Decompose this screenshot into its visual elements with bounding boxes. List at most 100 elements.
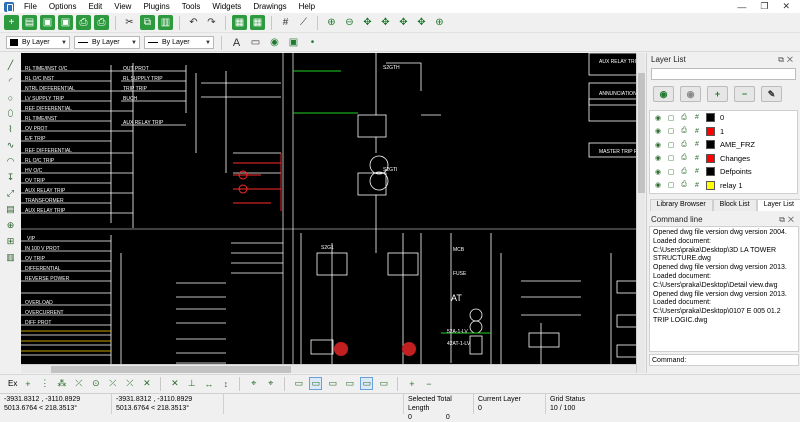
zoom-in-icon[interactable]: ⊕ <box>327 17 336 28</box>
text-tool-icon[interactable]: A <box>232 36 241 49</box>
print-preview-icon[interactable]: ⎙ <box>94 15 109 30</box>
layer-row[interactable]: ◉ ▢ ⎙ # 1 <box>650 125 797 139</box>
eye-icon[interactable]: ◉ <box>654 114 662 122</box>
polyline-tool-icon[interactable]: ⌇ <box>8 124 13 134</box>
view-4-icon[interactable]: ▭ <box>345 378 355 388</box>
zoom-auto-icon[interactable]: ✥ <box>363 17 372 28</box>
lock-icon[interactable]: ▢ <box>667 128 675 136</box>
construction-icon[interactable]: # <box>695 127 699 135</box>
open-file-icon[interactable]: ▤ <box>22 15 37 30</box>
insert-block-icon[interactable]: ▣ <box>288 37 299 48</box>
tab-layer-list[interactable]: Layer List <box>756 199 800 211</box>
hatch-tool-icon[interactable]: ▤ <box>6 204 15 214</box>
ellipse-arc-tool-icon[interactable]: ◠ <box>6 156 15 166</box>
zoom-window-icon[interactable]: ✥ <box>399 17 408 28</box>
grid-icon[interactable]: # <box>282 17 289 28</box>
eye-icon[interactable]: ◉ <box>654 155 662 163</box>
maximize-button[interactable]: ❐ <box>760 1 769 11</box>
tab-library-browser[interactable]: Library Browser <box>649 199 713 211</box>
snap-free-icon[interactable]: + <box>25 378 31 389</box>
remove-layer-icon[interactable]: − <box>734 86 755 102</box>
print-icon[interactable]: ⎙ <box>681 127 687 135</box>
zoom-pan-icon[interactable]: ✥ <box>417 17 426 28</box>
print-icon[interactable]: ⎙ <box>681 113 687 121</box>
block-edit-icon[interactable]: ▦ <box>250 15 265 30</box>
lock-relative-zero-icon[interactable]: ⌖ <box>268 378 274 388</box>
eye-icon[interactable]: ◉ <box>654 182 662 190</box>
view-3-icon[interactable]: ▭ <box>328 378 338 388</box>
restrict-orthogonal-icon[interactable]: ⊥ <box>187 378 196 388</box>
panel-controls[interactable]: ⧉✕ <box>779 214 797 224</box>
view-5-icon[interactable]: ▭ <box>360 377 374 390</box>
snap-center-icon[interactable]: ⊙ <box>92 378 100 388</box>
camera-icon[interactable]: ◉ <box>270 37 279 48</box>
copy-icon[interactable]: ⧉ <box>140 15 155 30</box>
redo-icon[interactable]: ↷ <box>207 17 216 28</box>
scroll-thumb[interactable] <box>51 366 291 373</box>
paste-icon[interactable]: ▥ <box>158 15 173 30</box>
vertical-scrollbar[interactable] <box>636 53 645 373</box>
snap-tool-icon[interactable]: ⊕ <box>6 220 15 230</box>
tab-block-list[interactable]: Block List <box>712 199 757 211</box>
zoom-previous-icon[interactable]: ✥ <box>381 17 390 28</box>
lock-icon[interactable]: ▢ <box>667 168 675 176</box>
print-icon[interactable]: ⎙ <box>681 167 687 175</box>
snap-exclusive-label[interactable]: Ex <box>8 379 18 388</box>
snap-grid-icon[interactable]: ⋮ <box>40 378 50 388</box>
dimension-tool-icon[interactable]: ↧ <box>6 172 15 182</box>
restrict-vertical-icon[interactable]: ↕ <box>223 378 229 389</box>
menu-plugins[interactable]: Plugins <box>143 2 170 11</box>
menu-options[interactable]: Options <box>48 2 77 11</box>
menu-edit[interactable]: Edit <box>88 2 103 11</box>
print-icon[interactable]: ⎙ <box>681 140 687 148</box>
horizontal-scrollbar[interactable] <box>21 364 636 373</box>
panel-controls[interactable]: ⧉✕ <box>778 54 796 64</box>
restrict-horizontal-icon[interactable]: ↔ <box>204 378 214 389</box>
zoom-out-icon[interactable]: ⊖ <box>345 17 354 28</box>
menu-widgets[interactable]: Widgets <box>212 2 242 11</box>
new-file-icon[interactable]: + <box>4 15 19 30</box>
print-icon[interactable]: ⎙ <box>681 154 687 162</box>
eye-icon[interactable]: ◉ <box>654 168 662 176</box>
block-tool-icon[interactable]: ▥ <box>6 252 15 262</box>
info-tool-icon[interactable]: ⊞ <box>6 236 15 246</box>
arc-tool-icon[interactable]: ◜ <box>8 76 13 86</box>
print-icon[interactable]: ⎙ <box>681 181 687 189</box>
layer-row[interactable]: ◉ ▢ ⎙ # Changes <box>650 152 797 166</box>
layer-row[interactable]: ◉ ▢ ⎙ # relay 1 <box>650 179 797 193</box>
linetype-select[interactable]: By Layer ▼ <box>74 36 140 49</box>
lock-icon[interactable]: ▢ <box>667 114 675 122</box>
edit-layer-icon[interactable]: ✎ <box>761 86 782 102</box>
lock-icon[interactable]: ▢ <box>667 141 675 149</box>
color-select[interactable]: By Layer ▼ <box>6 36 70 49</box>
menu-view[interactable]: View <box>114 2 132 11</box>
lock-icon[interactable]: ▢ <box>667 182 675 190</box>
lineweight-select[interactable]: By Layer ▼ <box>144 36 214 49</box>
lock-icon[interactable]: ▢ <box>667 155 675 163</box>
view-6-icon[interactable]: ▭ <box>379 378 389 388</box>
view-2-icon[interactable]: ▭ <box>309 377 323 390</box>
cut-icon[interactable]: ✂ <box>125 17 134 28</box>
construction-icon[interactable]: # <box>695 114 699 122</box>
snap-intersection-icon[interactable]: ✕ <box>143 378 151 388</box>
menu-help[interactable]: Help <box>298 2 316 11</box>
add-view-icon[interactable]: + <box>409 378 415 389</box>
eye-icon[interactable]: ◉ <box>654 141 662 149</box>
modify-tool-icon[interactable]: ⤢ <box>6 188 15 198</box>
command-input[interactable]: Command: <box>649 354 799 366</box>
construction-icon[interactable]: # <box>695 141 699 149</box>
ellipse-tool-icon[interactable]: ⬯ <box>7 108 14 118</box>
snap-on-entity-icon[interactable]: ⤫ <box>75 378 83 388</box>
scroll-thumb[interactable] <box>638 73 645 193</box>
set-relative-zero-icon[interactable]: ⌖ <box>251 378 257 388</box>
eye-icon[interactable]: ◉ <box>654 128 662 136</box>
construction-icon[interactable]: # <box>695 168 699 176</box>
menu-drawings[interactable]: Drawings <box>253 2 287 11</box>
draft-icon[interactable]: ⟋ <box>300 17 307 28</box>
construction-icon[interactable]: # <box>695 154 699 162</box>
line-tool-icon[interactable]: ╱ <box>7 60 14 70</box>
layer-row[interactable]: ◉ ▢ ⎙ # 0 <box>650 111 797 125</box>
remove-view-icon[interactable]: − <box>426 378 432 389</box>
zoom-redraw-icon[interactable]: ⊕ <box>435 17 444 28</box>
snap-middle-icon[interactable]: ⤫ <box>109 378 117 388</box>
